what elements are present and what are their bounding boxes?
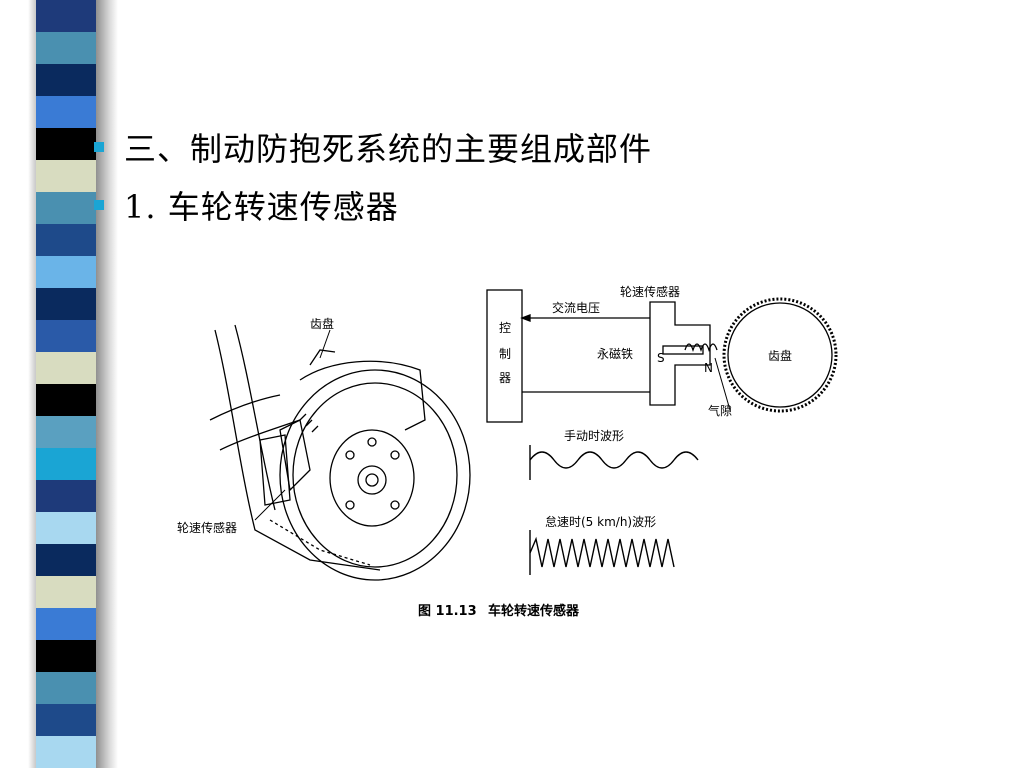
caption-title: 车轮转速传感器 [488,603,580,619]
stripe-segment [36,544,96,577]
wheel-speed-sensor-figure: 齿盘 轮速传感器 控 制 器 交流电压 轮速传感器 永磁铁 S N 齿盘 气隙 … [177,284,838,619]
bullet-square-icon [94,200,104,210]
stripe-segment [36,640,96,673]
stripe-segment [36,576,96,609]
stripe-segment [36,256,96,289]
sensor-body [649,301,711,406]
stripe-segment [36,512,96,545]
bullet-text: 三、制动防抱死系统的主要组成部件 [124,130,653,168]
stripe-segment [36,32,96,65]
stripe-segment [36,704,96,737]
stripe-segment [36,320,96,353]
stripe-segment [36,160,96,193]
label-sensor-top: 轮速传感器 [620,284,680,299]
caption-number: 图 11.13 [418,604,477,619]
stripe-segment [36,608,96,641]
idle-waveform [529,530,675,575]
manual-waveform [529,445,699,480]
stripe-segment [36,672,96,705]
stripe-segment [36,352,96,385]
stripe-segment [36,224,96,257]
sensor-schematic [486,289,838,423]
decorative-stripe [36,0,96,768]
stripe-segment [36,480,96,513]
stripe-segment [36,128,96,161]
stripe-segment [36,0,96,33]
stripe-segment [36,192,96,225]
bullet-square-icon [94,142,104,152]
stripe-segment [36,416,96,449]
bullet-item-2: 1. 车轮转速传感器 [94,182,399,228]
label-control-1: 控 [499,321,511,335]
label-control-3: 器 [499,371,511,385]
stripe-segment [36,64,96,97]
label-gear-right: 齿盘 [768,348,792,363]
stripe-segment [36,384,96,417]
label-air-gap: 气隙 [708,403,732,418]
label-magnet: 永磁铁 [597,346,633,361]
label-wave-idle: 怠速时(5 km/h)波形 [545,515,656,529]
stripe-shadow-left [28,0,36,768]
controller-box [486,289,523,423]
brake-assembly-illustration [209,324,471,581]
stripe-segment [36,448,96,481]
stripe-segment [36,96,96,129]
stripe-segment [36,288,96,321]
label-control-2: 制 [499,347,511,361]
label-ac-voltage: 交流电压 [552,300,600,315]
bullet-item-1: 三、制动防抱死系统的主要组成部件 [94,124,652,170]
label-s: S [657,351,665,365]
label-wave-manual: 手动时波形 [564,429,624,443]
stripe-shadow [96,0,118,768]
label-gear-left: 齿盘 [310,316,334,331]
stripe-segment [36,736,96,768]
label-sensor-left: 轮速传感器 [177,520,237,535]
bullet-text: 1. 车轮转速传感器 [124,188,399,226]
gear-disc [727,302,833,408]
label-n: N [704,361,713,375]
